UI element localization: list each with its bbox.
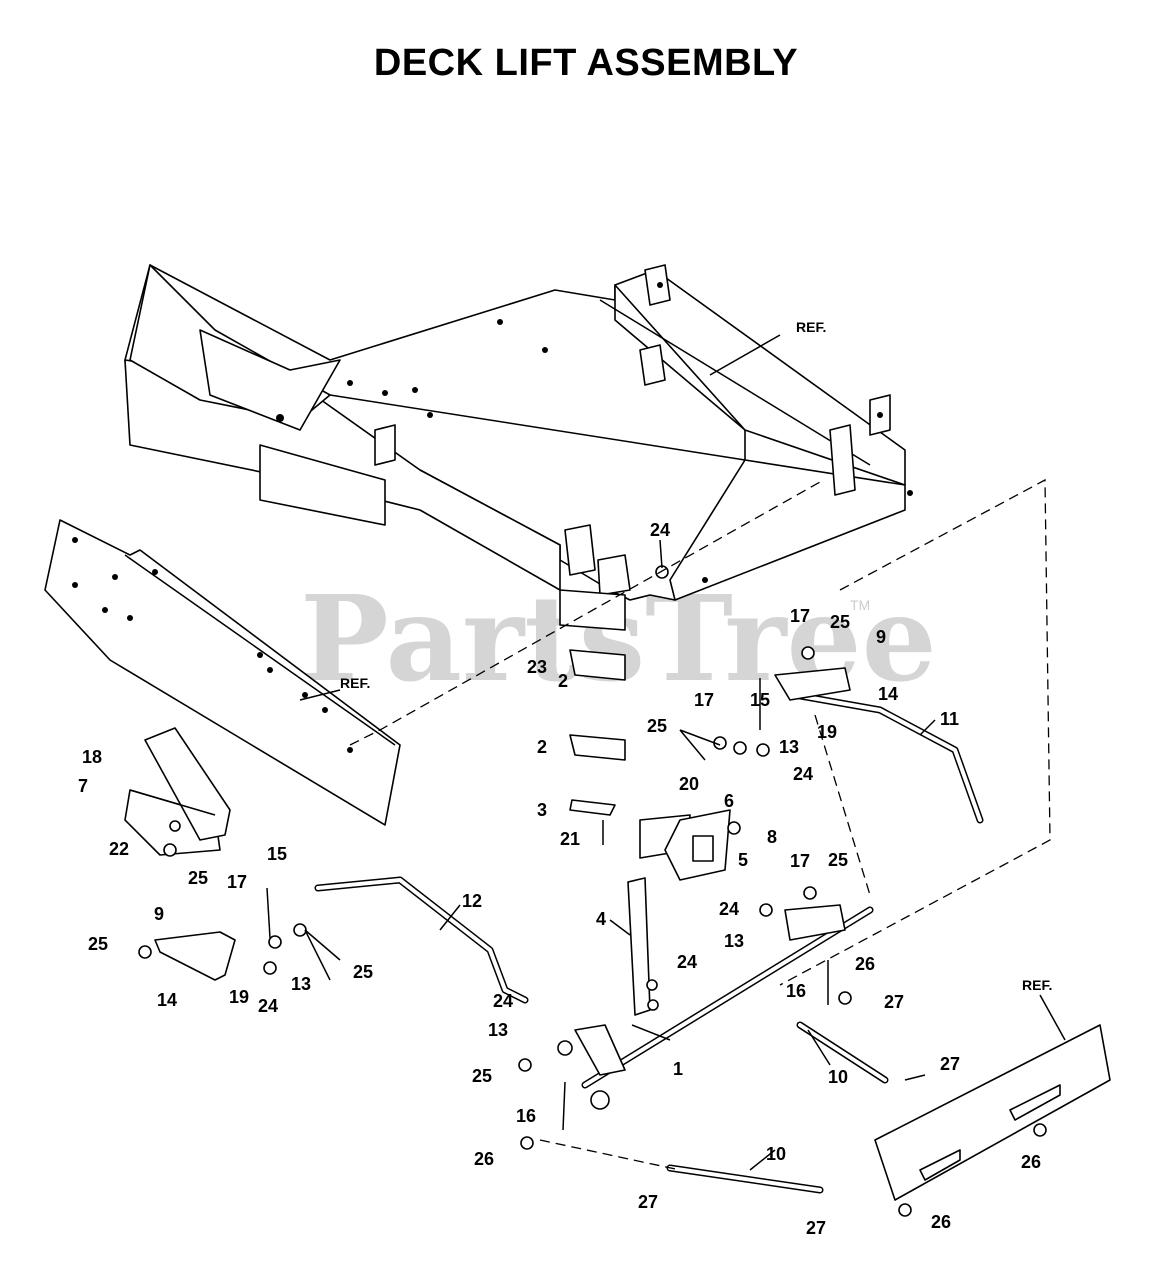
callout-17b: 17: [694, 690, 714, 710]
callout-4: 4: [596, 909, 606, 929]
callout-14b: 14: [157, 990, 177, 1010]
callout-24b: 24: [793, 764, 813, 784]
callout-25c: 25: [188, 868, 208, 888]
page-title: DECK LIFT ASSEMBLY: [373, 42, 799, 84]
callout-8: 8: [767, 827, 777, 847]
callout-24a: 24: [650, 520, 670, 540]
callout-13c: 13: [291, 974, 311, 994]
callout-12: 12: [462, 891, 482, 911]
callout-20: 20: [679, 774, 699, 794]
callout-26a: 26: [855, 954, 875, 974]
callout-10b: 10: [828, 1067, 848, 1087]
callout-labels: REF. REF. REF. 1 2 2 3 4 5 6 7 8 9 9 10 …: [78, 319, 1052, 1238]
callout-2b: 2: [537, 737, 547, 757]
callout-27b: 27: [940, 1054, 960, 1074]
callout-25b: 25: [647, 716, 667, 736]
callout-16b: 16: [516, 1106, 536, 1126]
callout-27d: 27: [806, 1218, 826, 1238]
callout-9a: 9: [876, 627, 886, 647]
callout-27a: 27: [884, 992, 904, 1012]
callout-17c: 17: [227, 872, 247, 892]
callout-6: 6: [724, 791, 734, 811]
side-plates: [639, 809, 731, 881]
callout-26b: 26: [474, 1149, 494, 1169]
callout-21: 21: [560, 829, 580, 849]
pivot-arms: [154, 667, 851, 981]
lift-rod-left: [314, 876, 529, 1004]
callout-19a: 19: [817, 722, 837, 742]
callout-25g: 25: [472, 1066, 492, 1086]
callout-27c: 27: [638, 1192, 658, 1212]
reference-lines: [349, 478, 1051, 1171]
callout-9b: 9: [154, 904, 164, 924]
callout-14a: 14: [878, 684, 898, 704]
leader-lines: [299, 334, 1066, 1171]
watermark-trademark: TM: [850, 597, 870, 613]
lift-links: [666, 1021, 889, 1194]
callout-25e: 25: [353, 962, 373, 982]
callout-1: 1: [673, 1059, 683, 1079]
left-side-panel: [44, 519, 401, 826]
callout-26c: 26: [1021, 1152, 1041, 1172]
callout-25d: 25: [88, 934, 108, 954]
cross-shaft: [574, 904, 874, 1110]
ref-label-deck-bracket: REF.: [1022, 977, 1052, 993]
callout-13b: 13: [724, 931, 744, 951]
callout-22: 22: [109, 839, 129, 859]
callout-24c: 24: [719, 899, 739, 919]
callout-24e: 24: [493, 991, 513, 1011]
hardware: [138, 565, 1047, 1217]
callout-25f: 25: [828, 850, 848, 870]
callout-25a: 25: [830, 612, 850, 632]
deck-bracket: [874, 1024, 1111, 1201]
callout-13d: 13: [488, 1020, 508, 1040]
callout-26d: 26: [931, 1212, 951, 1232]
callout-19b: 19: [229, 987, 249, 1007]
callout-16a: 16: [786, 981, 806, 1001]
ref-label-side-panel: REF.: [340, 675, 370, 691]
callout-15b: 15: [267, 844, 287, 864]
bushing-blocks: [569, 649, 626, 845]
lift-arm: [627, 877, 651, 1016]
callout-2a: 2: [558, 671, 568, 691]
callout-5: 5: [738, 850, 748, 870]
callout-18: 18: [82, 747, 102, 767]
height-index-plate: [124, 727, 231, 856]
callout-13a: 13: [779, 737, 799, 757]
lift-rod-right: [791, 691, 984, 824]
callout-24f: 24: [258, 996, 278, 1016]
callout-17d: 17: [790, 851, 810, 871]
callout-24d: 24: [677, 952, 697, 972]
main-frame: [124, 264, 913, 631]
ref-label-frame: REF.: [796, 319, 826, 335]
callout-23: 23: [527, 657, 547, 677]
callout-3: 3: [537, 800, 547, 820]
callout-10a: 10: [766, 1144, 786, 1164]
callout-7: 7: [78, 776, 88, 796]
callout-11: 11: [940, 709, 959, 729]
callout-17a: 17: [790, 606, 810, 626]
callout-15a: 15: [750, 690, 770, 710]
